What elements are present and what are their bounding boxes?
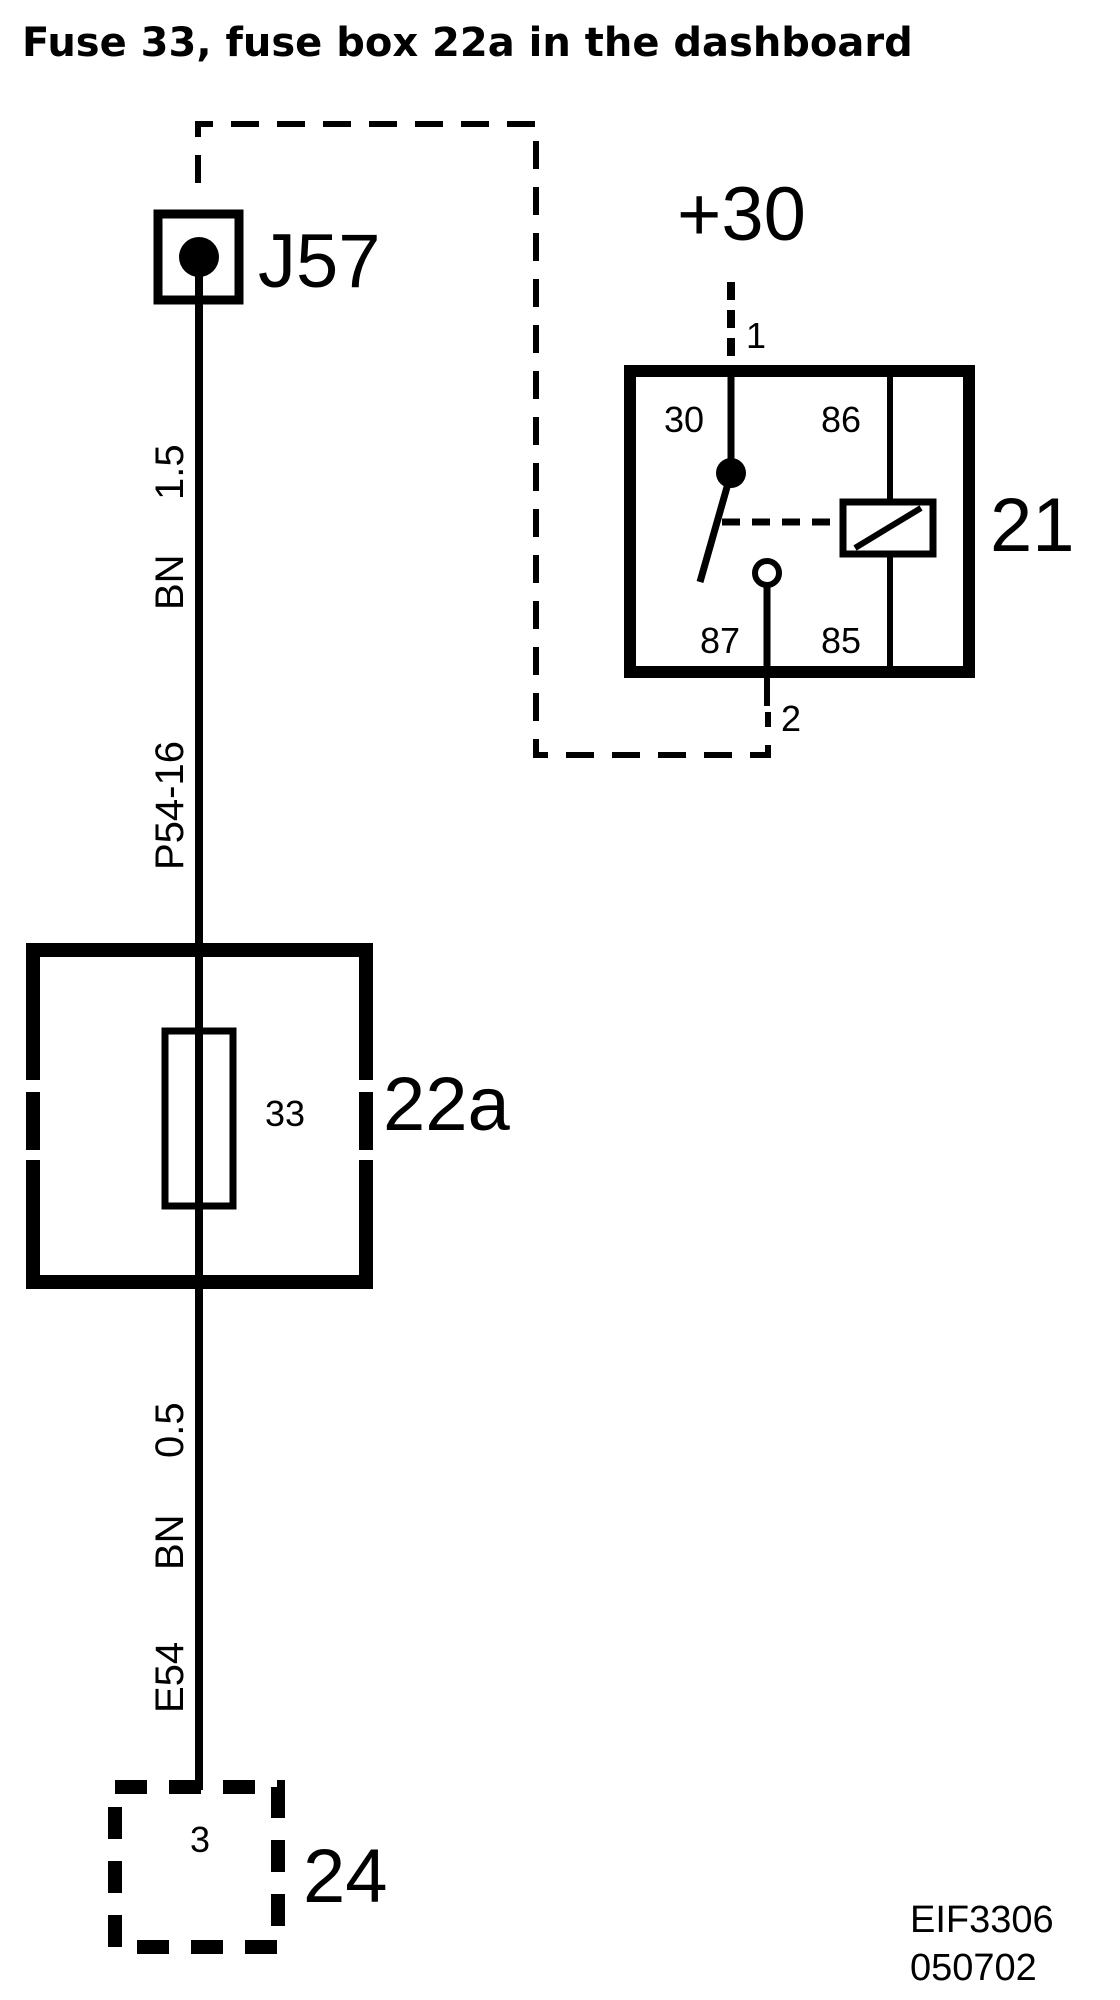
- fuse-box-22a: [26, 943, 373, 1289]
- relay-contact-87: [752, 558, 782, 588]
- diagram-date: 050702: [910, 1947, 1037, 1989]
- relay-pin-30: 30: [664, 399, 704, 440]
- connector-j57-label: J57: [258, 219, 381, 304]
- connector-24: [108, 1780, 285, 1954]
- diagram-title: Fuse 33, fuse box 22a in the dashboard: [22, 20, 913, 66]
- wire-lower-color: BN: [148, 1514, 192, 1570]
- dashed-housing-outline: [195, 121, 771, 758]
- relay-switch-arm: [696, 472, 735, 583]
- relay-pin-85: 85: [821, 620, 861, 661]
- fuse-box-label: 22a: [383, 1062, 511, 1147]
- connector-24-pin: 3: [190, 1819, 210, 1860]
- relay-label: 21: [990, 483, 1075, 568]
- supply-label: +30: [677, 172, 806, 257]
- diagram-code: EIF3306: [910, 1899, 1054, 1941]
- connector-24-label: 24: [303, 1834, 388, 1919]
- relay-external-pin-1: 1: [746, 315, 766, 356]
- wire-lower-size: 0.5: [148, 1402, 192, 1458]
- wire-upper-color: BN: [148, 554, 192, 610]
- fuse-element: [161, 1027, 237, 1210]
- wire-upper-size: 1.5: [148, 444, 192, 500]
- wire-upper-id: P54-16: [148, 741, 192, 870]
- wire-lower-id: E54: [148, 1642, 192, 1713]
- relay-pin-86: 86: [821, 399, 861, 440]
- relay-external-pin-2: 2: [781, 698, 801, 739]
- relay-21: [624, 365, 975, 678]
- fuse-number: 33: [265, 1093, 305, 1134]
- relay-coil-diagonal: [853, 505, 923, 551]
- relay-pin-87: 87: [700, 620, 740, 661]
